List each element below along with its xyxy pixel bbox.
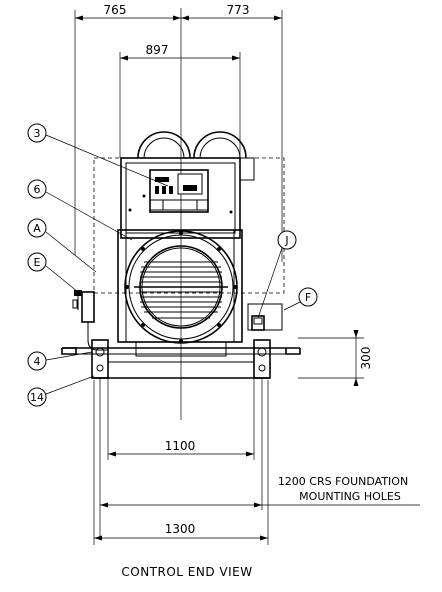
callout-E: E (27, 252, 79, 293)
dimension-1100: 1100 (165, 439, 196, 453)
svg-text:14: 14 (30, 391, 44, 404)
dimension-897: 897 (146, 43, 169, 57)
foundation-label-line2: MOUNTING HOLES (299, 490, 401, 503)
overall-width-dimension: 1300 (93, 380, 269, 545)
callout-4: 4 (27, 351, 93, 371)
control-box (120, 157, 241, 239)
svg-text:E: E (34, 256, 41, 269)
svg-text:A: A (33, 222, 41, 235)
left-accessory (72, 290, 108, 351)
inner-width-dimension: 1100 (107, 378, 255, 460)
dimension-1300: 1300 (165, 522, 196, 536)
callout-J: J (257, 230, 297, 319)
enclosure-width-dimension: 897 (119, 43, 241, 158)
callout-6: 6 (27, 179, 133, 241)
dimension-773: 773 (227, 3, 250, 17)
cooling-fans (137, 131, 255, 181)
svg-text:J: J (284, 234, 288, 247)
dimension-765: 765 (104, 3, 127, 17)
dimension-300: 300 (359, 347, 373, 370)
callout-14: 14 (27, 375, 95, 407)
svg-text:4: 4 (34, 355, 41, 368)
foundation-dimension: 1200 CRS FOUNDATION MOUNTING HOLES (99, 378, 420, 540)
top-dimension: 765 773 (74, 3, 283, 262)
foundation-label-line1: 1200 CRS FOUNDATION (278, 475, 408, 488)
svg-text:3: 3 (34, 127, 41, 140)
callout-3: 3 (27, 123, 169, 187)
height-dimension: 300 (298, 330, 373, 386)
alternator-end (117, 229, 243, 357)
right-accessory (247, 303, 283, 331)
view-caption: CONTROL END VIEW (121, 565, 252, 579)
svg-text:F: F (305, 291, 311, 304)
callout-A: A (27, 218, 97, 273)
svg-text:6: 6 (34, 183, 41, 196)
callout-F: F (283, 287, 318, 311)
